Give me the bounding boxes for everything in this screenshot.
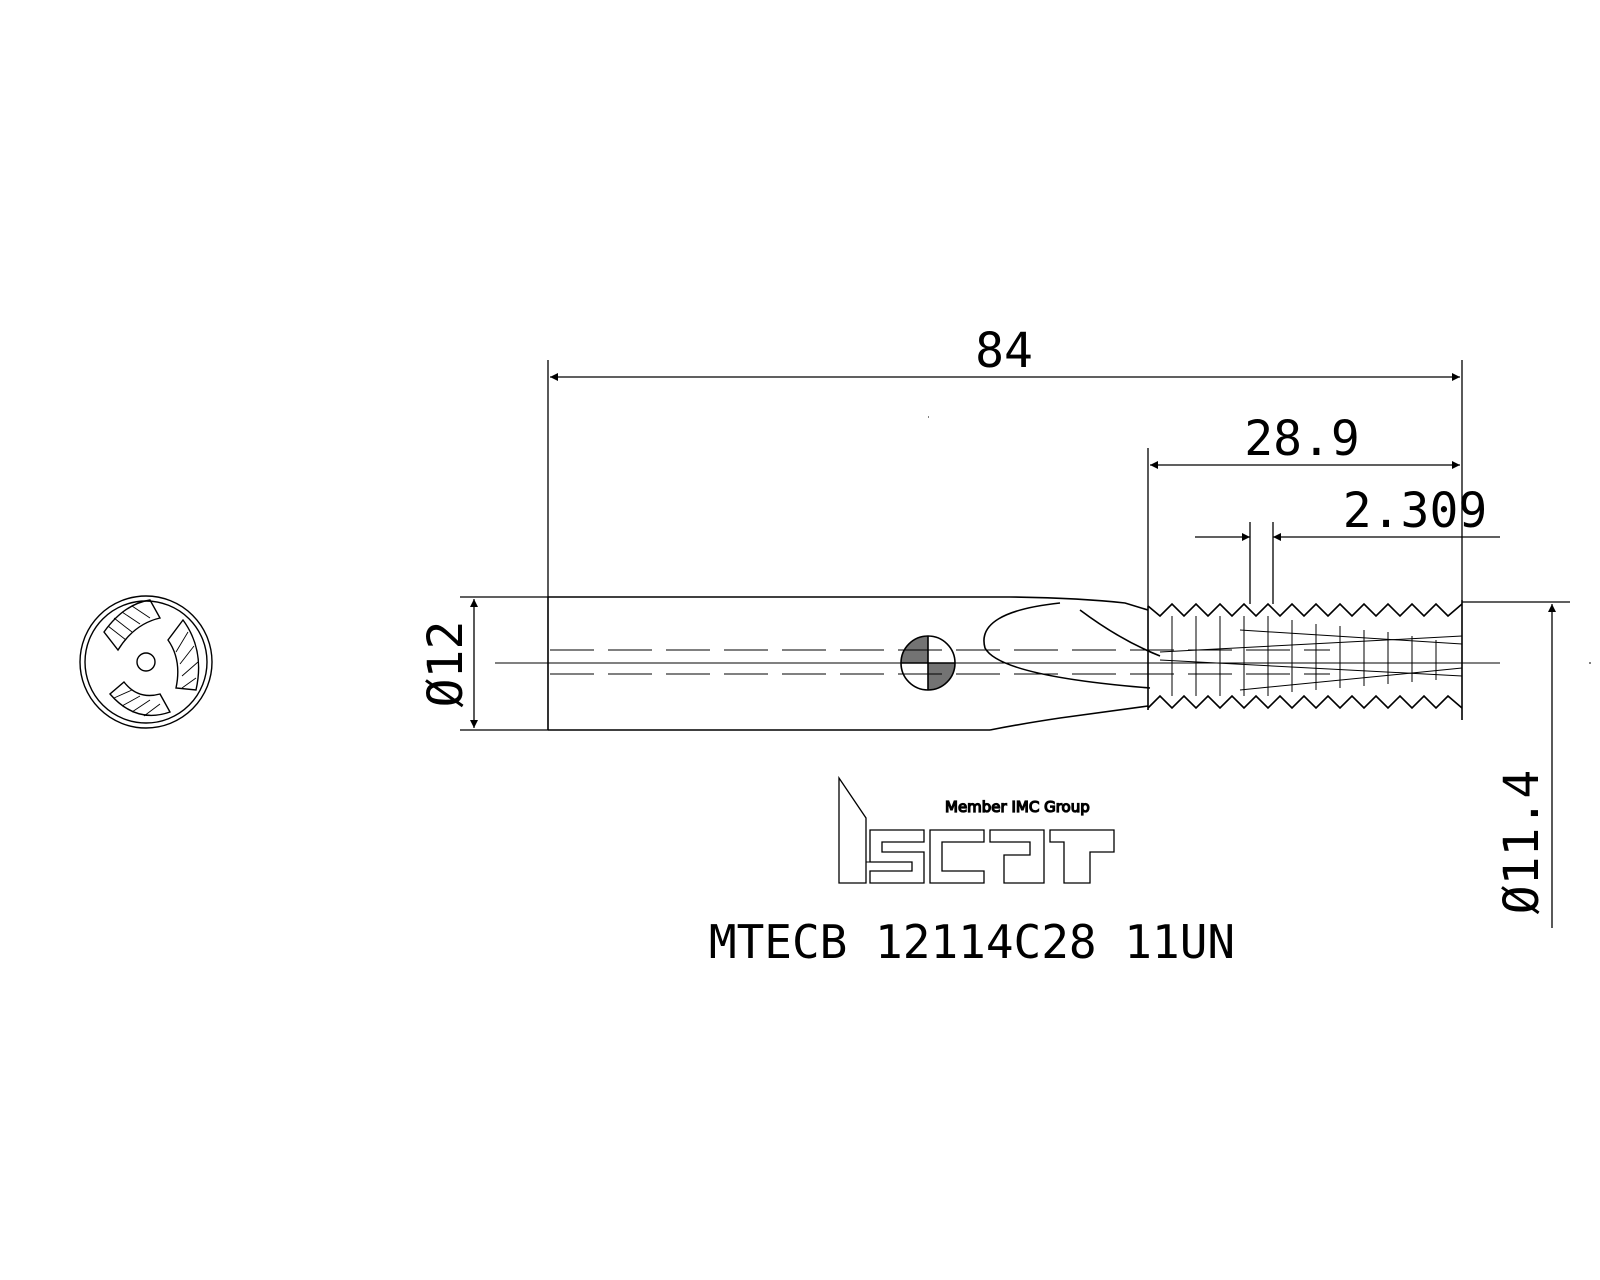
dimension-pitch: 2.309 [1343, 483, 1488, 539]
end-view [79, 595, 213, 729]
dimension-thread-length: 28.9 [1244, 411, 1360, 467]
dimension-shank-diameter: Ø12 [418, 621, 474, 708]
logo-tagline: Member IMC Group [945, 798, 1090, 816]
dimension-overall-length: 84 [975, 323, 1033, 379]
tool-side-view [495, 416, 1591, 731]
iscar-logo: Member IMC Group [838, 775, 1115, 884]
dimension-cutting-diameter: Ø11.4 [1494, 770, 1550, 915]
dimension-labels: 84 28.9 2.309 Ø12 Ø11.4 [418, 323, 1550, 914]
dimension-lines [460, 360, 1570, 928]
model-designation: MTECB 12114C28 11UN [709, 915, 1235, 969]
